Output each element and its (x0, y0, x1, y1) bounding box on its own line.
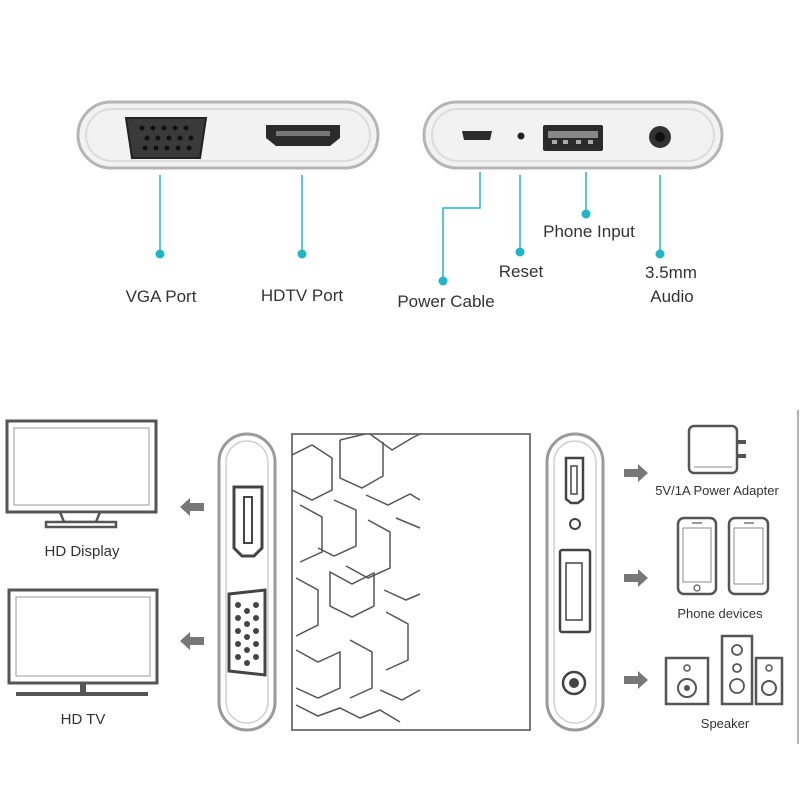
reset-label: Reset (499, 262, 544, 281)
usb-port-icon (558, 548, 592, 634)
phone-devices-label: Phone devices (677, 606, 763, 621)
reset-hole-icon (517, 132, 525, 140)
vga-port-label: VGA Port (126, 287, 197, 306)
power-adapter-icon (687, 424, 746, 475)
hd-tv-label: HD TV (61, 711, 106, 728)
power-cable-label: Power Cable (397, 292, 494, 311)
hdtv-port-label: HDTV Port (261, 286, 343, 305)
hdmi-port-icon (232, 485, 264, 558)
phone-input-label: Phone Input (543, 222, 635, 241)
phone-icon (727, 516, 770, 596)
reset-hole-icon (569, 518, 581, 530)
tv-icon (7, 588, 159, 696)
arrow-right-icon (624, 671, 648, 689)
monitor-icon (5, 419, 158, 529)
arrow-right-icon (624, 569, 648, 587)
speaker-label: Speaker (701, 716, 750, 731)
callout-dots (155, 209, 665, 286)
callout-lines (159, 172, 661, 281)
phone-icon (676, 516, 718, 596)
audio-label-line1: 3.5mm (645, 263, 697, 282)
audio-jack-icon (649, 126, 671, 148)
usb-port-icon (543, 125, 603, 151)
adapter-left-end-view (217, 432, 277, 732)
speaker-icon (664, 634, 784, 706)
audio-jack-icon (561, 670, 587, 696)
adapter-body (291, 433, 531, 731)
arrow-left-icon (180, 632, 204, 650)
vga-port-icon (227, 588, 267, 677)
arrow-right-icon (624, 464, 648, 482)
audio-label-line2: Audio (650, 287, 693, 306)
vga-port-icon (124, 117, 208, 159)
power-adapter-label: 5V/1A Power Adapter (655, 483, 779, 498)
arrow-left-icon (180, 498, 204, 516)
micro-usb-port-icon (462, 131, 492, 140)
hd-display-label: HD Display (44, 543, 120, 560)
micro-usb-port-icon (564, 456, 585, 505)
hdmi-port-icon (266, 125, 340, 146)
